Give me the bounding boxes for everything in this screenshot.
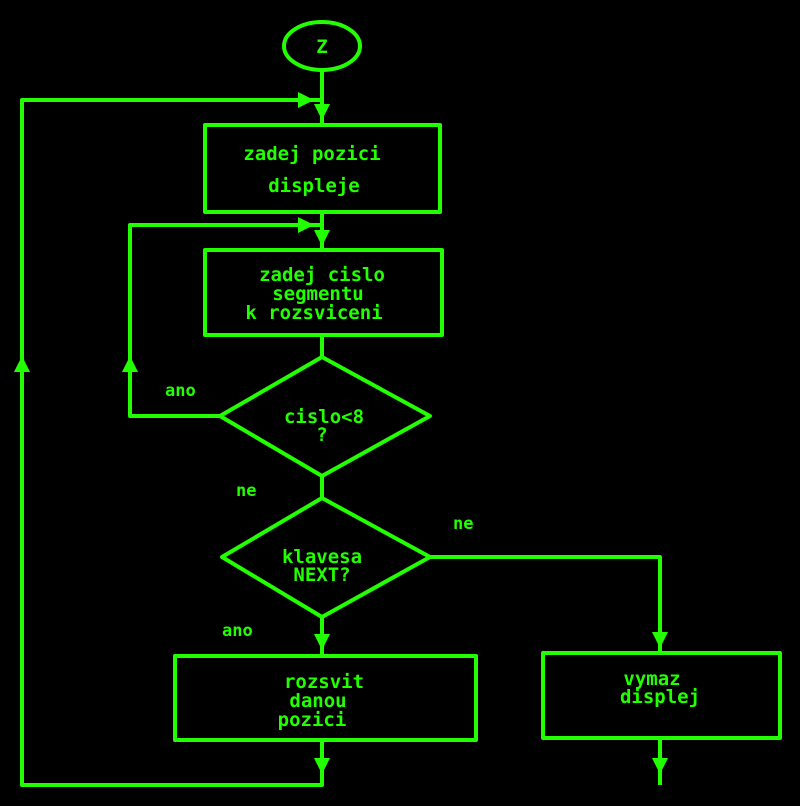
process-box-light-position [173, 654, 478, 742]
box1-line: zadej pozici [243, 143, 380, 165]
arrow-down-icon [652, 758, 668, 774]
connector [430, 555, 662, 653]
arrow-down-icon [314, 230, 330, 246]
outer-loop-line [20, 98, 324, 787]
decision2-line: NEXT? [293, 564, 350, 586]
no-label: ne [453, 514, 473, 534]
arrow-down-icon [652, 632, 668, 648]
yes-label: ano [222, 621, 253, 641]
process-box-clear-display [541, 651, 782, 740]
no-label: ne [236, 481, 256, 501]
decision-number-less-than-8 [218, 355, 432, 478]
arrow-up-icon [122, 356, 138, 372]
box3-line: rozsvit [284, 671, 364, 693]
box3-line: pozici [278, 709, 347, 731]
arrow-down-icon [314, 634, 330, 650]
arrow-down-icon [314, 758, 330, 774]
arrow-right-icon [298, 217, 314, 233]
box2-line: zadej cislo [259, 264, 385, 286]
decision1-line: ? [316, 424, 327, 446]
box3-line: danou [289, 690, 346, 712]
box4-line: displej [620, 686, 700, 708]
process-box-set-position [203, 123, 442, 214]
yes-label: ano [165, 381, 196, 401]
box2-line: segmentu [272, 283, 364, 305]
box1-line: displeje [268, 175, 360, 197]
start-label: Z [316, 36, 327, 58]
box4-line: vymaz [623, 668, 680, 690]
inner-loop-line [128, 223, 322, 418]
decision2-line: klavesa [282, 546, 362, 568]
arrow-right-icon [298, 92, 314, 108]
arrow-up-icon [14, 356, 30, 372]
decision1-line: cislo<8 [284, 406, 364, 428]
box2-line: k rozsviceni [245, 302, 382, 324]
arrow-down-icon [314, 104, 330, 120]
